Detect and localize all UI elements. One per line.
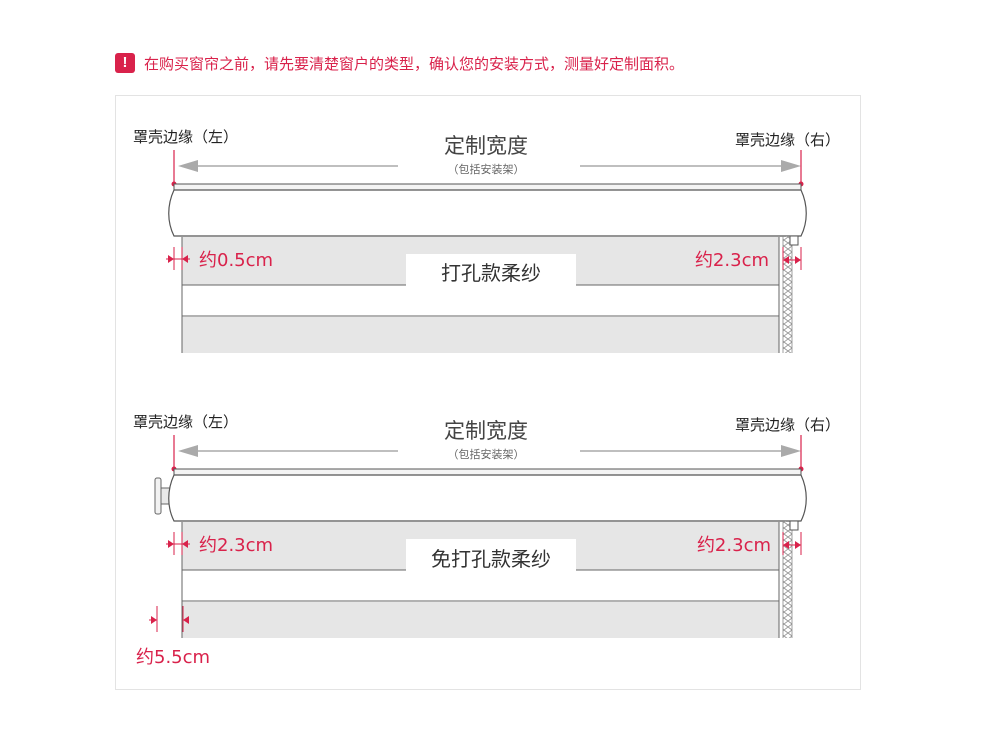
bracket-gap-label: 约5.5cm bbox=[136, 647, 210, 668]
product-label: 免打孔款柔纱 bbox=[431, 547, 551, 571]
edge-left-label: 罩壳边缘（左） bbox=[133, 128, 238, 146]
right-gap-dimension: 约2.3cm bbox=[695, 247, 802, 271]
edge-right-label: 罩壳边缘（右） bbox=[735, 416, 840, 434]
left-gap-dimension: 约2.3cm bbox=[166, 532, 273, 556]
notice-bar: ! 在购买窗帘之前，请先要清楚窗户的类型，确认您的安装方式，测量好定制面积。 bbox=[115, 52, 684, 74]
width-arrow bbox=[178, 445, 801, 457]
diagram-drilled: 罩壳边缘（左） 罩壳边缘（右） 定制宽度 （包括安装架） bbox=[133, 128, 840, 353]
width-arrow bbox=[178, 160, 801, 172]
width-note: （包括安装架） bbox=[448, 447, 525, 461]
product-label-bg bbox=[406, 539, 576, 577]
bracket-gap-dimension: 约5.5cm bbox=[136, 606, 210, 668]
product-label: 打孔款柔纱 bbox=[441, 261, 541, 285]
width-note: （包括安装架） bbox=[448, 162, 525, 176]
right-gap-label: 约2.3cm bbox=[695, 250, 769, 271]
width-title: 定制宽度 bbox=[444, 419, 528, 443]
diagram-no-drill: 罩壳边缘（左） 罩壳边缘（右） 定制宽度 （包括安装架） bbox=[133, 413, 840, 668]
left-gap-dimension: 约0.5cm bbox=[166, 247, 273, 271]
diagram-panel bbox=[115, 95, 861, 690]
right-gap-label: 约2.3cm bbox=[697, 535, 771, 556]
headrail bbox=[168, 468, 807, 522]
product-label-bg bbox=[406, 254, 576, 292]
width-title: 定制宽度 bbox=[444, 134, 528, 158]
right-gap-dimension: 约2.3cm bbox=[697, 532, 802, 556]
headrail bbox=[168, 183, 807, 237]
pull-chain bbox=[782, 235, 799, 353]
pull-chain bbox=[782, 520, 799, 638]
tension-bracket bbox=[154, 477, 172, 515]
notice-text: 在购买窗帘之前，请先要清楚窗户的类型，确认您的安装方式，测量好定制面积。 bbox=[144, 54, 685, 73]
exclamation-icon: ! bbox=[115, 53, 135, 73]
left-gap-label: 约2.3cm bbox=[199, 535, 273, 556]
edge-right-label: 罩壳边缘（右） bbox=[735, 131, 840, 149]
left-gap-label: 约0.5cm bbox=[199, 250, 273, 271]
edge-left-label: 罩壳边缘（左） bbox=[133, 413, 238, 431]
